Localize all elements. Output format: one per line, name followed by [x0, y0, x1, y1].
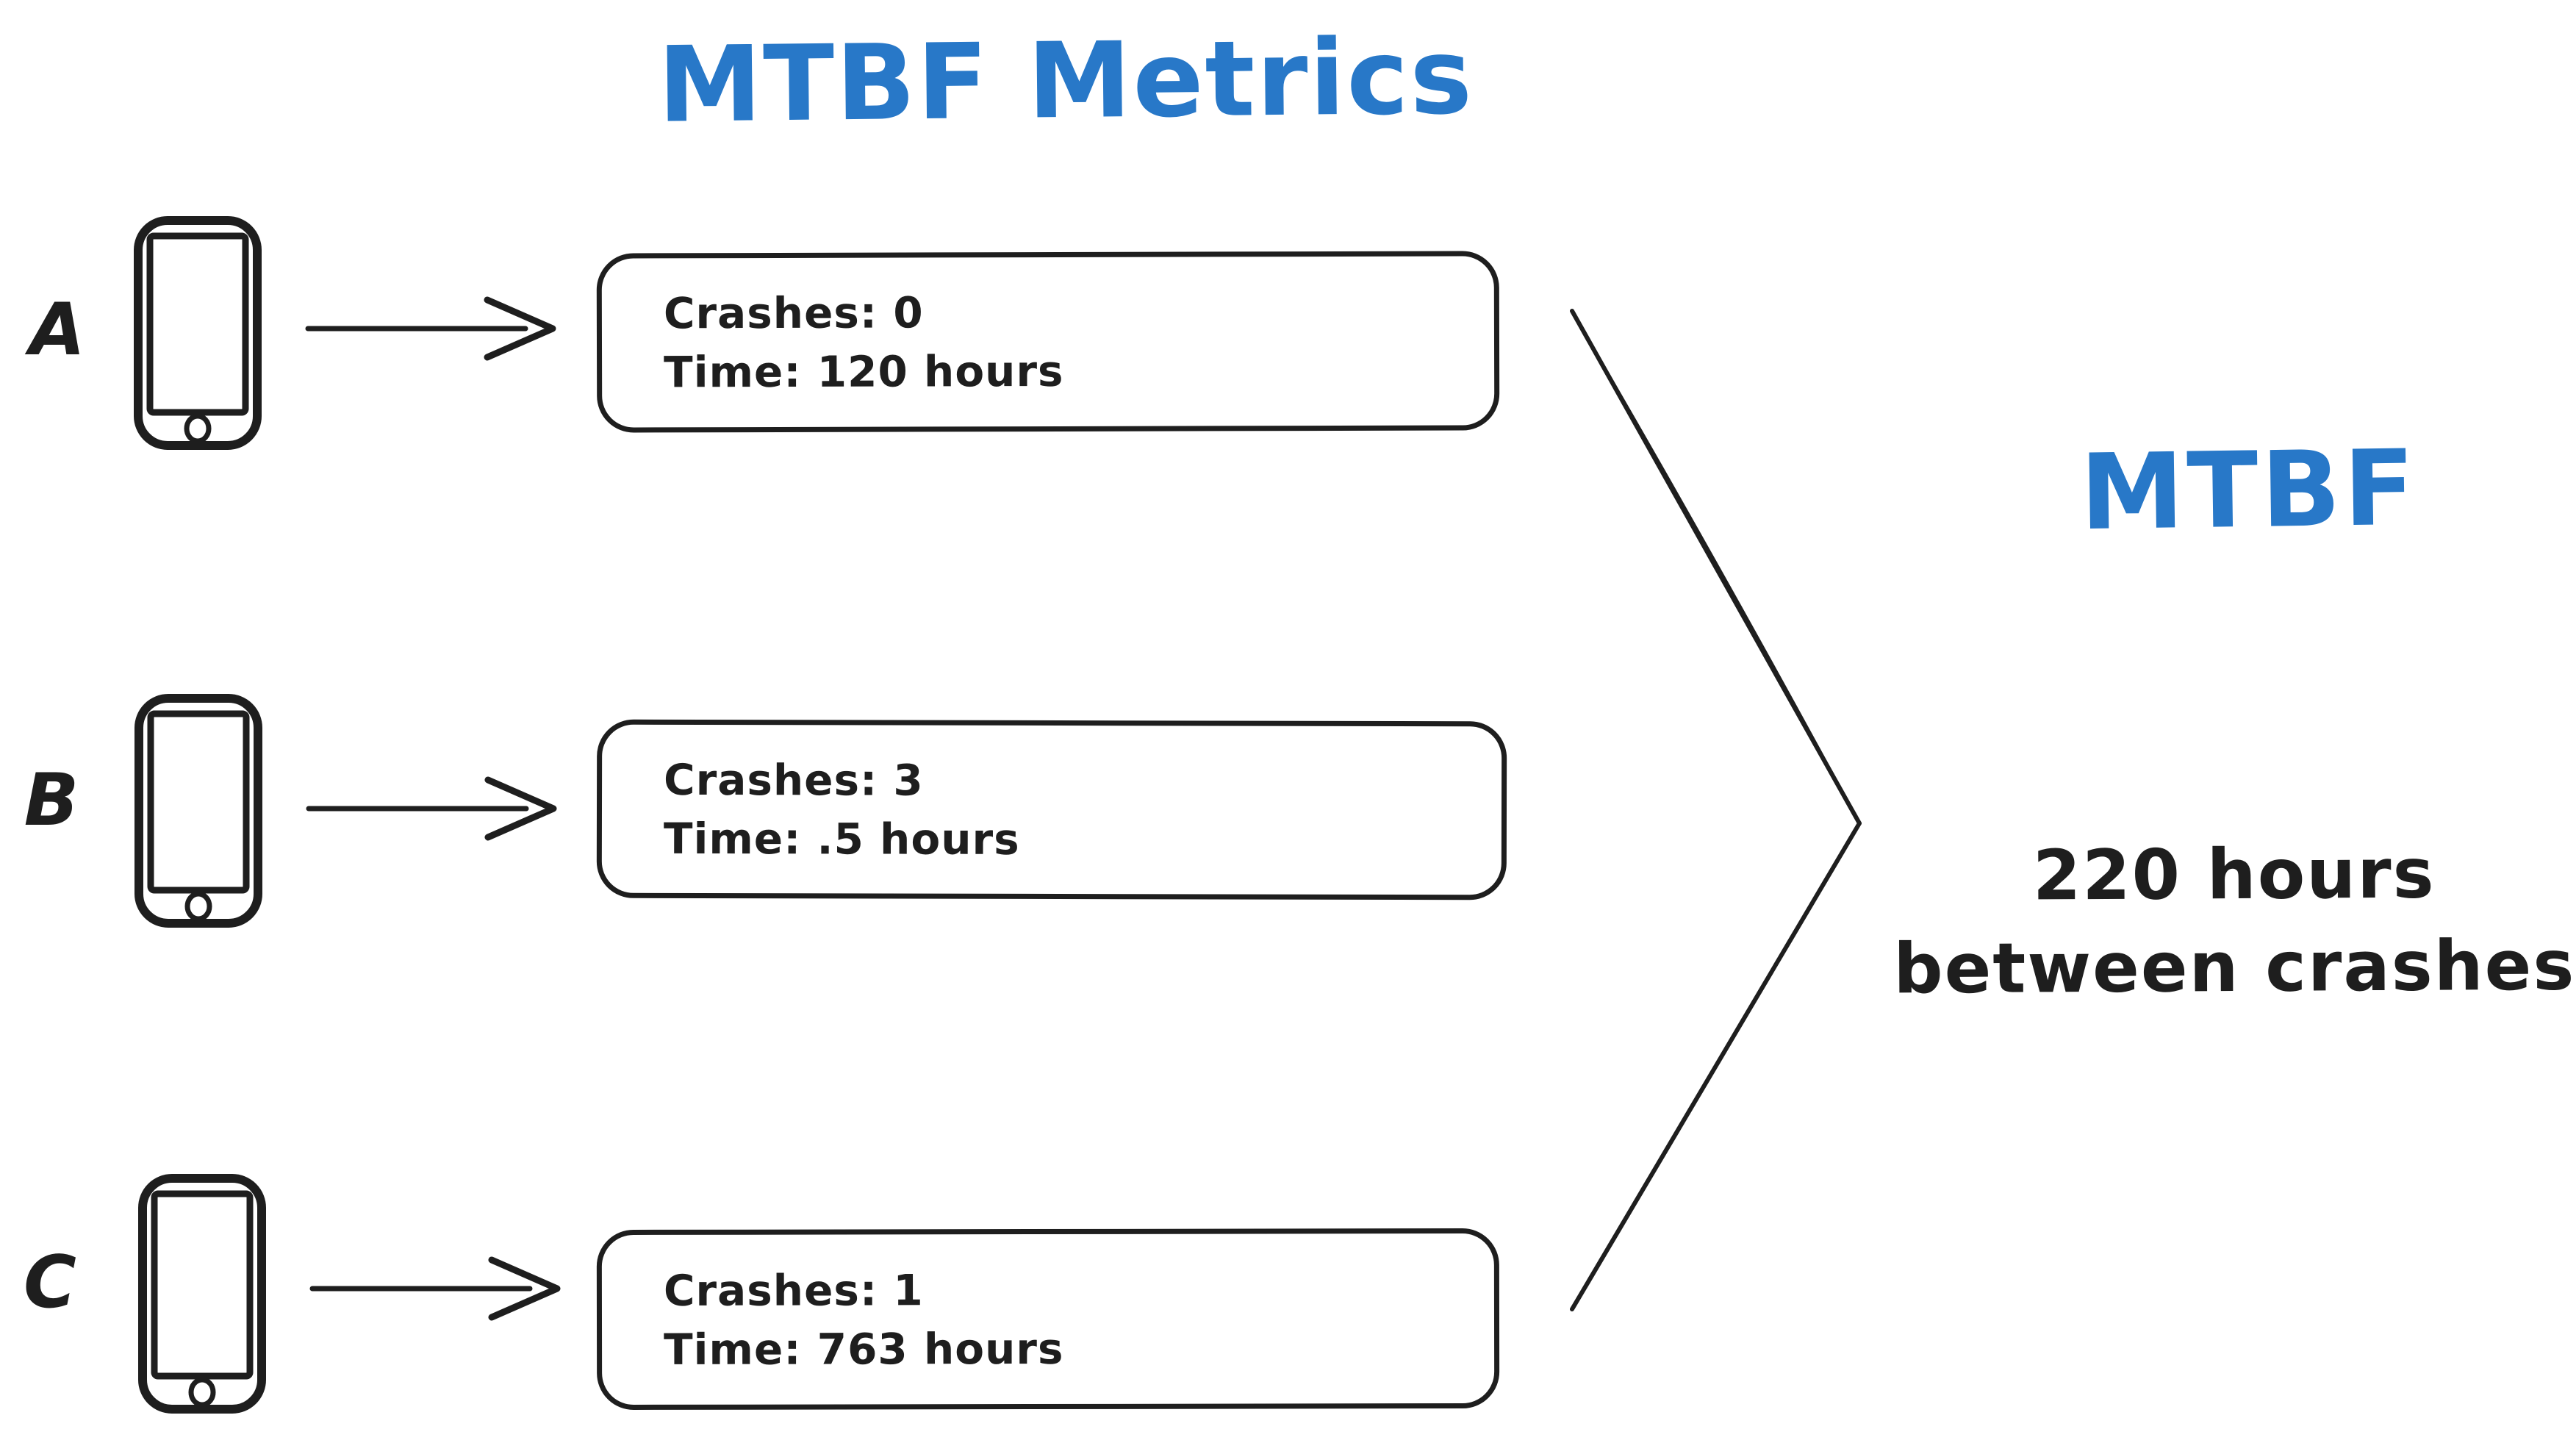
crashes-line: Crashes: 0: [663, 287, 924, 339]
merge-chevron-icon: [1570, 309, 1862, 1311]
time-line: Time: 120 hours: [664, 345, 1064, 398]
phone-icon: [134, 694, 262, 928]
time-line: Time: 763 hours: [664, 1323, 1064, 1375]
device-label-b: B: [24, 759, 79, 842]
phone-icon: [138, 1174, 266, 1414]
stat-box-c: Crashes: 1 Time: 763 hours: [596, 1228, 1500, 1411]
time-line: Time: .5 hours: [663, 813, 1020, 864]
result-value: 220 hours: [2032, 834, 2436, 917]
arrow-right-icon: [306, 776, 557, 841]
crashes-line: Crashes: 1: [663, 1264, 924, 1316]
diagram-title: MTBF Metrics: [657, 16, 1474, 146]
result-caption: between crashes: [1893, 925, 2576, 1010]
device-label-a: A: [29, 288, 85, 372]
phone-icon: [134, 216, 262, 450]
stat-box-b: Crashes: 3 Time: .5 hours: [596, 719, 1507, 900]
crashes-line: Crashes: 3: [664, 754, 924, 806]
arrow-right-icon: [305, 296, 556, 361]
mtbf-result: 220 hours between crashes: [1881, 827, 2576, 1016]
mtbf-heading: MTBF: [2079, 427, 2419, 554]
device-label-c: C: [24, 1241, 76, 1325]
stat-box-a: Crashes: 0 Time: 120 hours: [596, 251, 1500, 433]
arrow-right-icon: [309, 1256, 561, 1321]
